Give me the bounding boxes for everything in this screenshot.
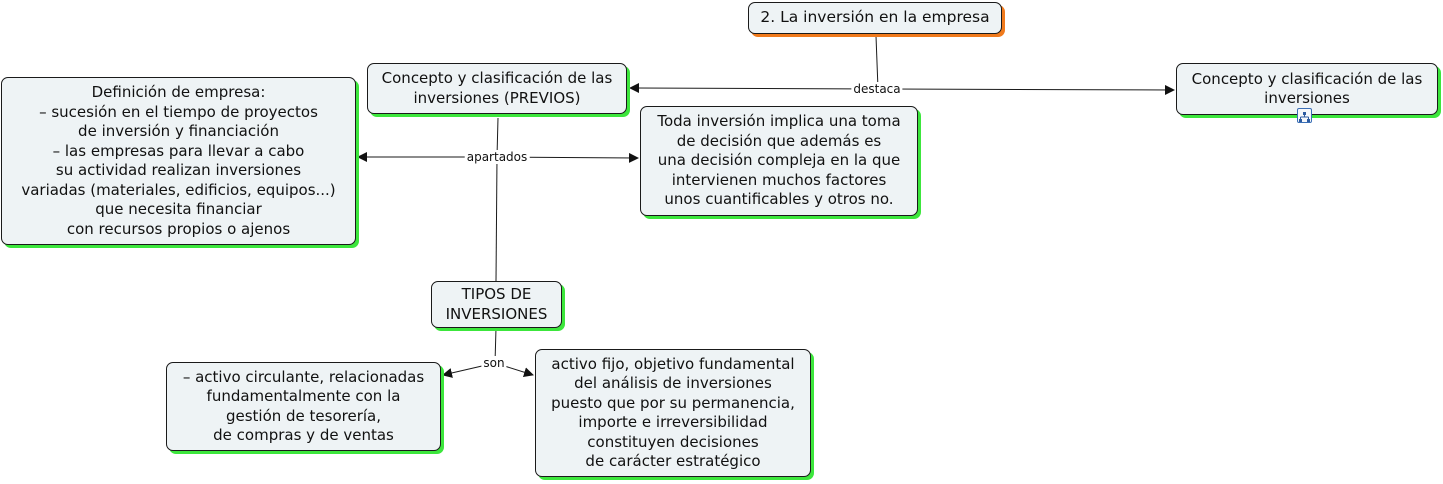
- topic-tipos-inversiones[interactable]: TIPOS DE INVERSIONES: [431, 281, 562, 328]
- linked-map-icon[interactable]: [1297, 108, 1312, 123]
- edge-destaca-to-previos: [629, 83, 879, 94]
- link-label-son: son: [481, 356, 507, 370]
- topic-concepto-clasificacion-previos[interactable]: Concepto y clasificación de las inversio…: [367, 63, 627, 114]
- edge-apartados-to-tipos: [495, 156, 498, 282]
- topic-definicion-empresa[interactable]: Definición de empresa: – sucesión en el …: [1, 77, 356, 245]
- edge-destaca-to-concepto: [877, 84, 1175, 95]
- topic-activo-fijo[interactable]: activo fijo, objetivo fundamental del an…: [535, 349, 811, 477]
- topic-activo-circulante[interactable]: – activo circulante, relacionadas fundam…: [166, 362, 441, 451]
- link-label-destaca: destaca: [851, 82, 903, 96]
- topic-root-inversion-empresa[interactable]: 2. La inversión en la empresa: [748, 2, 1002, 34]
- topic-toda-inversion[interactable]: Toda inversión implica una toma de decis…: [640, 106, 918, 216]
- edge-root-to-destaca: [875, 35, 879, 90]
- link-label-apartados: apartados: [464, 150, 530, 164]
